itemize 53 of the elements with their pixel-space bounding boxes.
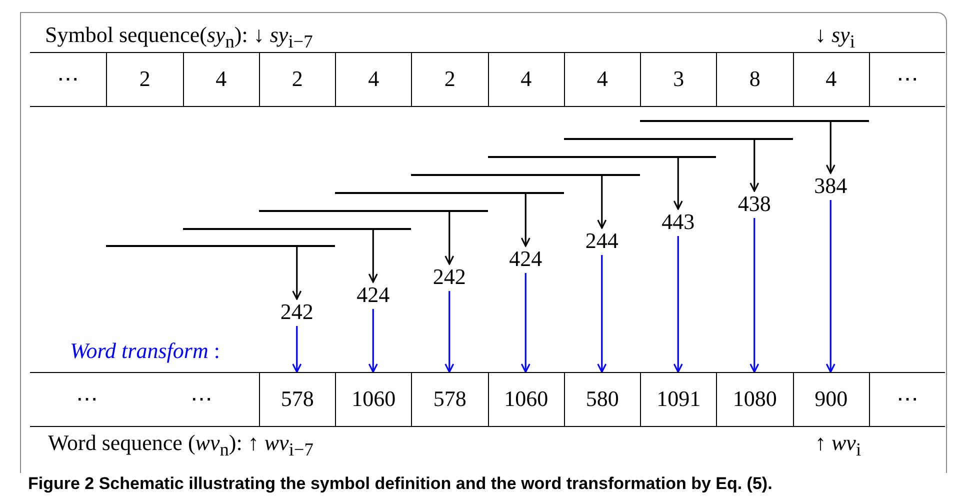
table-cell: 4 (335, 52, 412, 106)
table-cell: 3 (640, 52, 716, 106)
table-cell: 4 (564, 52, 640, 106)
table-cell: 4 (488, 52, 564, 106)
bracket-line (335, 192, 564, 194)
cell-text: ⋯ (190, 386, 213, 412)
arrow (597, 255, 607, 373)
table-cell: 1091 (640, 372, 716, 426)
bracket-line (411, 174, 640, 176)
index-label: ↓ sy$_{i}$ (815, 22, 855, 52)
arrow (520, 273, 530, 373)
table-cell: ⋯ (868, 372, 945, 426)
arrow (292, 247, 302, 300)
table-cell: 8 (716, 52, 792, 106)
table-cell: 1060 (335, 372, 412, 426)
arrow (292, 326, 302, 373)
bracket-line (106, 245, 335, 247)
table-cell: 2 (411, 52, 488, 106)
sequence-label: Symbol sequence(sy$_{n}$): ↓ sy$_{i−7}$ (45, 22, 313, 52)
sequence-label: Word sequence (wv$_{n}$): ↑ wv$_{i−7}$ (48, 430, 314, 460)
table-cell: 578 (411, 372, 488, 426)
arrow (673, 158, 683, 210)
table-cell: 1060 (488, 372, 564, 426)
table-cell: 2 (106, 52, 182, 106)
table-cell: 1080 (716, 372, 792, 426)
cell-text: ⋯ (76, 386, 98, 412)
bracket-line (640, 120, 869, 122)
bracket-line (258, 210, 488, 212)
table-cell: ⋯ (868, 52, 945, 106)
arrow (368, 309, 378, 373)
arrow (444, 291, 454, 373)
transform-label: Word transform : (70, 338, 220, 364)
table-cell: 2 (258, 52, 335, 106)
table-cell: 578 (258, 372, 335, 426)
arrow (673, 236, 683, 373)
table-cell: 4 (182, 52, 259, 106)
arrow (826, 200, 836, 373)
table-cell: ⋯ (30, 52, 106, 106)
index-label: ↑ wv$_{i}$ (815, 430, 862, 460)
figure-caption: Figure 2 Schematic illustrating the symbol definition and the word transformation by Eq. (5). (28, 474, 772, 494)
bracket-line (488, 156, 716, 158)
table-cell: 580 (564, 372, 640, 426)
table-cell: 900 (792, 372, 869, 426)
table-cell: 4 (792, 52, 869, 106)
arrow (597, 176, 607, 229)
bracket-line (182, 228, 412, 230)
arrow (368, 230, 378, 283)
arrow (750, 140, 760, 192)
arrow (750, 218, 760, 373)
arrow (826, 122, 836, 174)
bracket-line (564, 138, 792, 140)
arrow (444, 212, 454, 265)
arrow (520, 194, 530, 247)
